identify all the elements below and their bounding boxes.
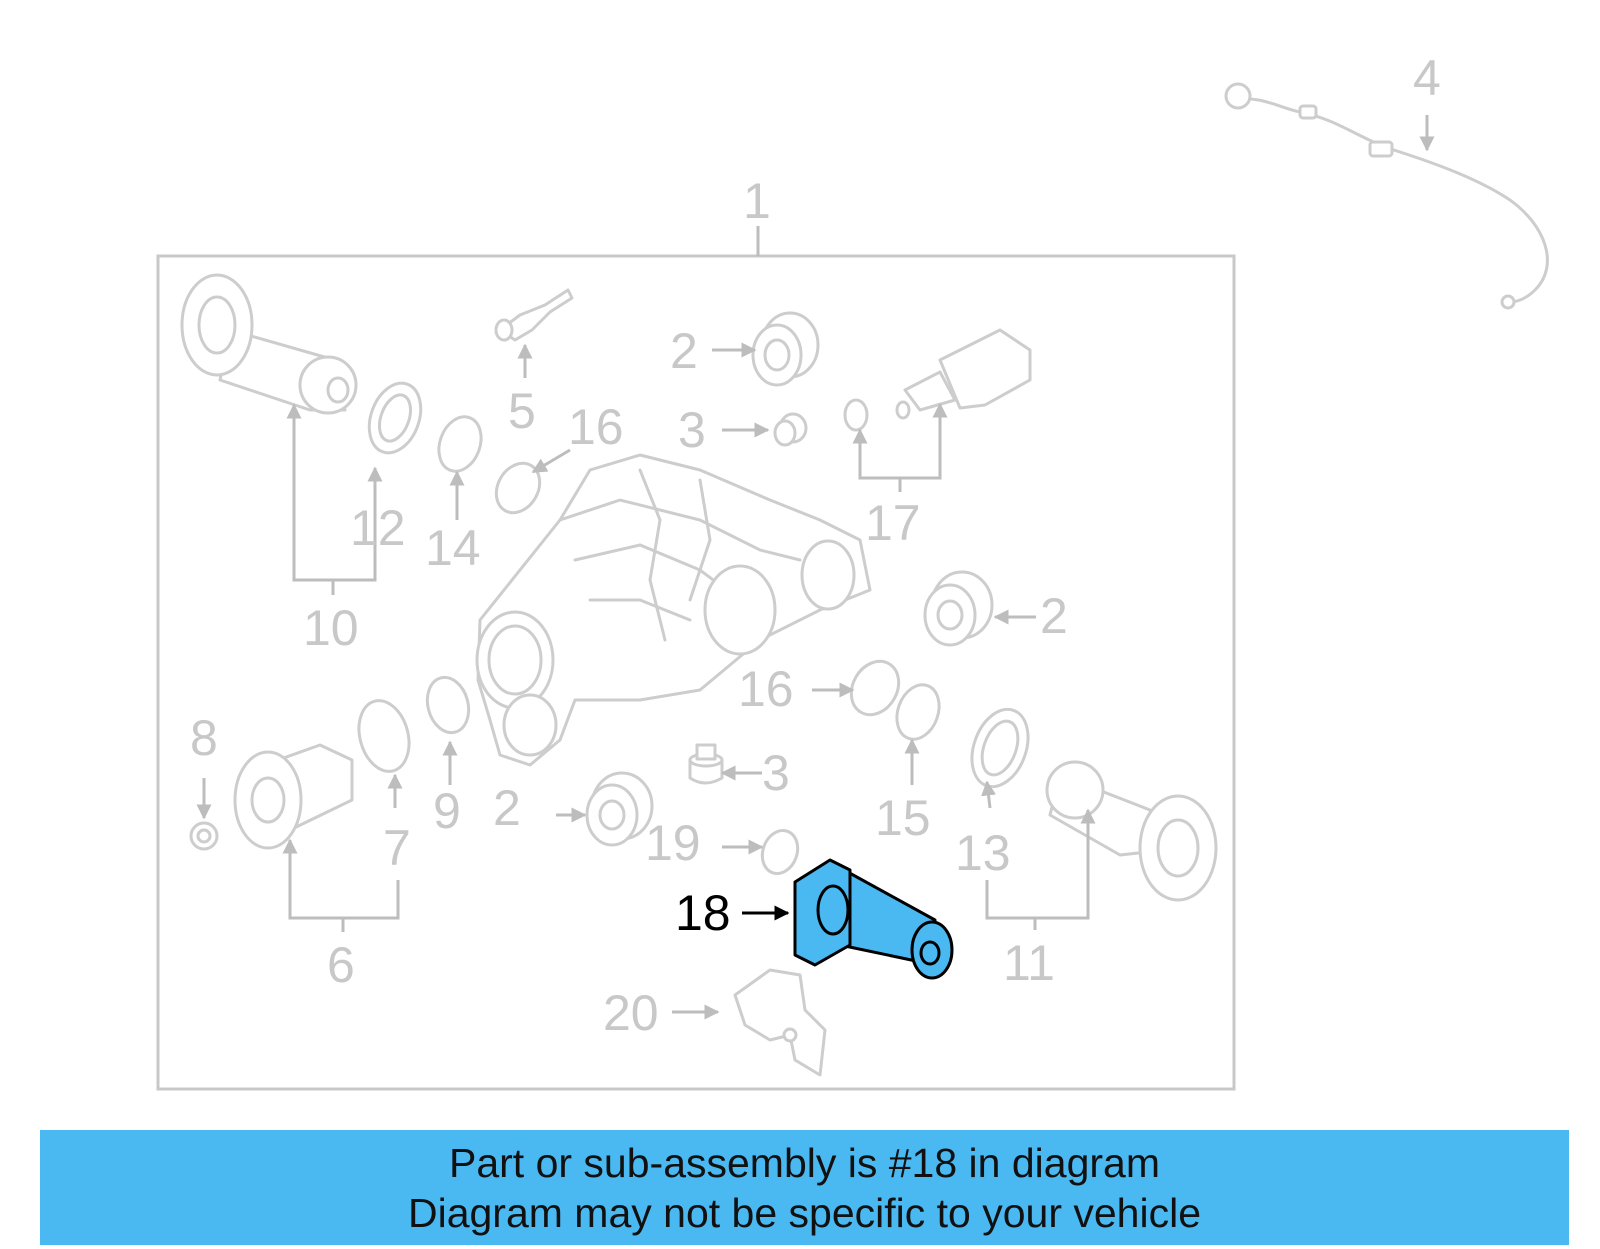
- output-shaft-11: [1045, 760, 1218, 902]
- callout-2c: 2: [493, 780, 521, 836]
- callout-11: 11: [1003, 935, 1055, 991]
- callout-16a: 16: [568, 399, 624, 455]
- callout-12: 12: [350, 500, 406, 556]
- callout-3b: 3: [762, 745, 790, 801]
- callout-18: 18: [675, 885, 731, 941]
- callout-8: 8: [190, 710, 218, 766]
- callout-14: 14: [425, 520, 481, 576]
- callout-10: 10: [303, 600, 359, 656]
- callout-2a: 2: [670, 323, 698, 379]
- banner-part-note: Part or sub-assembly is #18 in diagram: [449, 1140, 1160, 1186]
- wire-harness-part: [1224, 82, 1549, 310]
- sensor-17: [895, 328, 1032, 420]
- callout-7: 7: [383, 820, 411, 876]
- assembly-frame: [156, 254, 1236, 1091]
- callout-4: 4: [1413, 50, 1441, 106]
- differential-housing: [475, 453, 872, 767]
- seals-and-rings: [357, 381, 1030, 875]
- callout-16b: 16: [738, 661, 794, 717]
- bracket-20: [733, 968, 827, 1077]
- callout-19: 19: [645, 815, 701, 871]
- callout-3a: 3: [678, 402, 706, 458]
- info-banner: Part or sub-assembly is #18 in diagram D…: [40, 1130, 1569, 1245]
- sensor-bolt-5: [494, 288, 574, 342]
- callout-1: 1: [743, 173, 771, 229]
- callout-13: 13: [955, 825, 1011, 881]
- callout-9: 9: [433, 783, 461, 839]
- flange-6: [189, 743, 354, 851]
- callout-5: 5: [508, 383, 536, 439]
- bushings-2: [585, 311, 994, 847]
- banner-disclaimer: Diagram may not be specific to your vehi…: [407, 1190, 1201, 1236]
- actuator-motor-18: [793, 858, 954, 980]
- parts-diagram: 1 4 5 16 2 3 17 12 14 10 2 16 3 8 9 2 15…: [156, 50, 1549, 1091]
- callout-20: 20: [603, 985, 659, 1041]
- output-shaft-10: [180, 273, 358, 415]
- callout-17: 17: [865, 495, 921, 551]
- leader-lines: [196, 342, 1096, 1020]
- callout-2b: 2: [1040, 588, 1068, 644]
- plugs-3: [688, 412, 808, 785]
- callout-15: 15: [875, 790, 931, 846]
- callout-6: 6: [327, 937, 355, 993]
